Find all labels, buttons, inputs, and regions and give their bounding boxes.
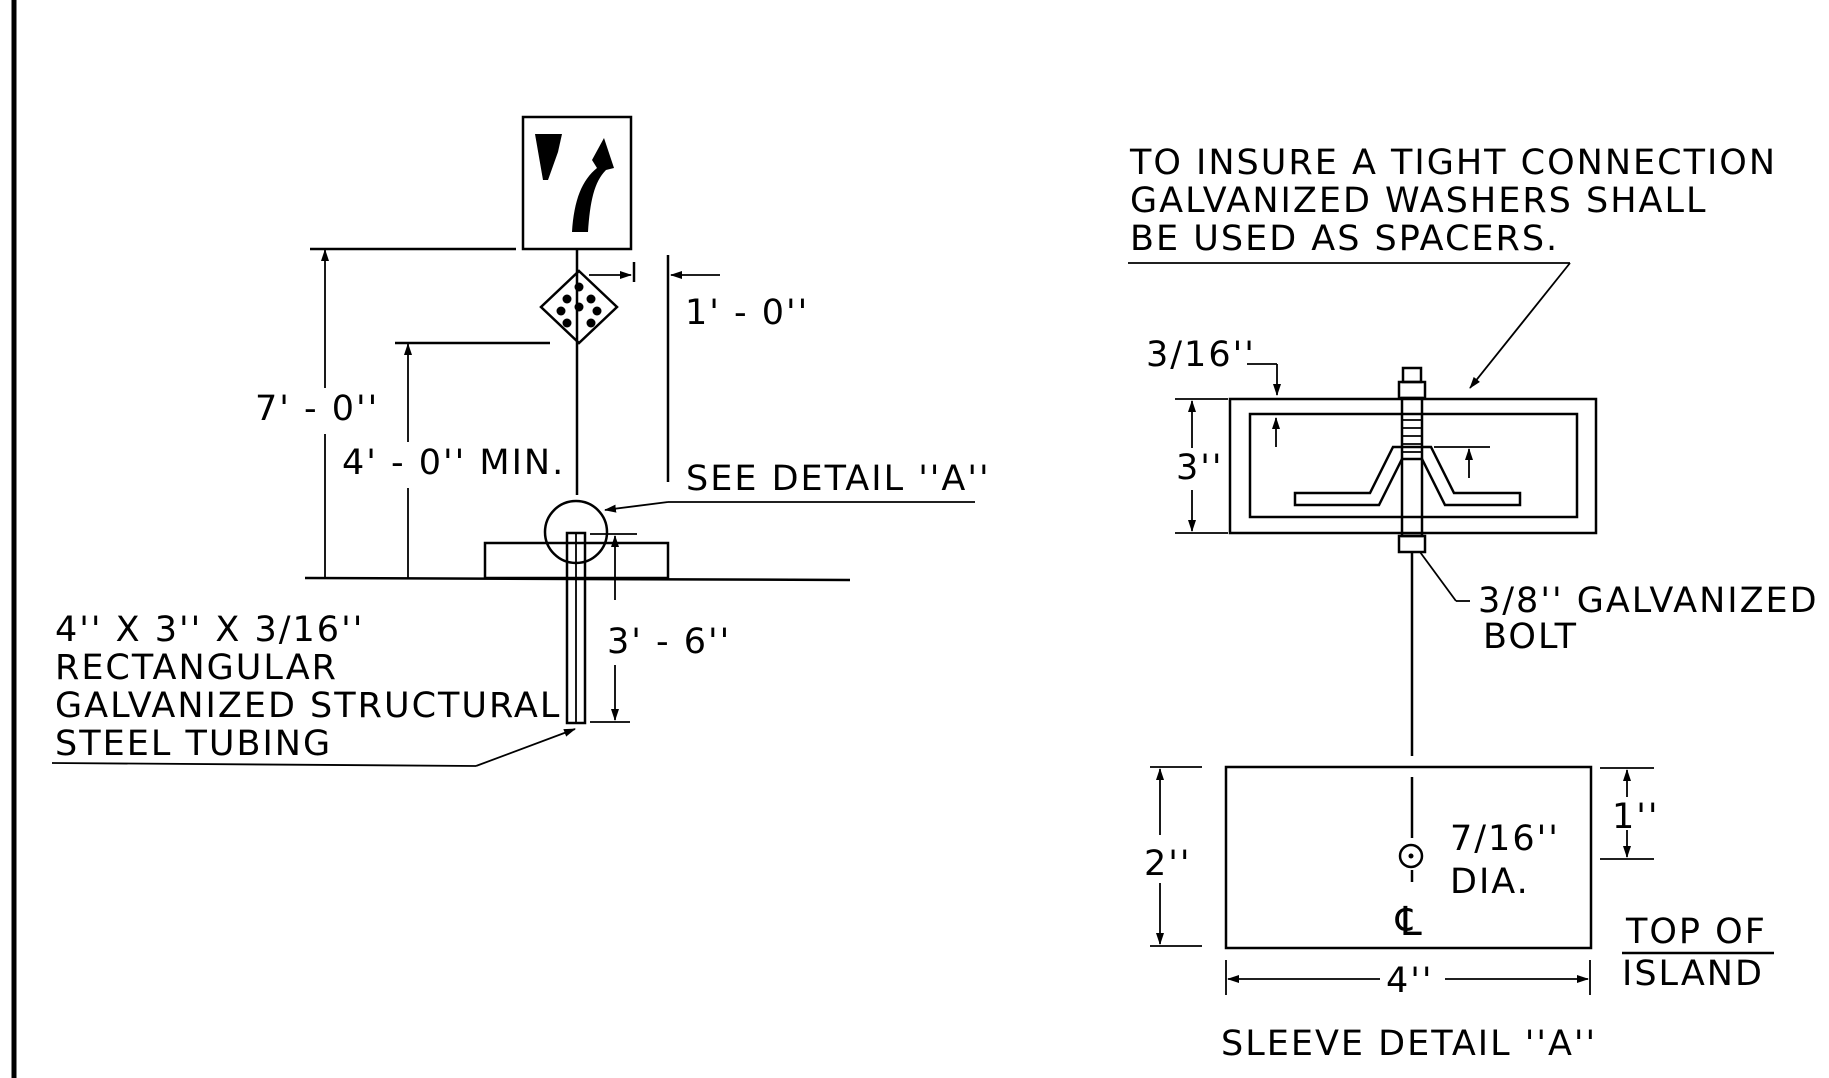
dim-plan-width: 4'' <box>1386 961 1434 1001</box>
svg-text:STEEL TUBING: STEEL TUBING <box>55 724 332 764</box>
tubing-note: 4'' X 3'' X 3/16'' RECTANGULAR GALVANIZE… <box>55 610 561 764</box>
dim-total-height: 7' - 0'' <box>255 389 379 429</box>
sleeve-bracket <box>1293 445 1522 507</box>
centerline-symbol: ℄ <box>1395 899 1422 945</box>
washer-note: TO INSURE A TIGHT CONNECTION GALVANIZED … <box>1129 143 1777 259</box>
svg-text:4'' X 3'' X 3/16'': 4'' X 3'' X 3/16'' <box>55 610 364 650</box>
post-elevation: 1' - 0'' 7' - 0'' 4' - 0'' MIN. SEE DETA… <box>51 115 991 767</box>
keep-right-sign-icon <box>521 115 633 251</box>
see-detail-a-label: SEE DETAIL ''A'' <box>686 459 991 499</box>
svg-text:GALVANIZED STRUCTURAL: GALVANIZED STRUCTURAL <box>55 686 561 726</box>
top-of-island-line2: ISLAND <box>1622 954 1764 994</box>
top-of-island-line1: TOP OF <box>1625 912 1767 952</box>
bolt-icon <box>1397 366 1427 554</box>
svg-text:7/16'': 7/16'' <box>1450 819 1560 859</box>
dim-top-offset: 1' - 0'' <box>685 293 809 333</box>
hole-note: 7/16'' DIA. <box>1450 819 1560 902</box>
sleeve-plan <box>1224 765 1593 950</box>
dim-wall-thickness: 3/16'' <box>1146 335 1256 375</box>
dim-embed-depth: 3' - 6'' <box>607 622 731 662</box>
tube-section-inner <box>1248 412 1579 519</box>
bolt-hole-icon <box>1398 843 1424 869</box>
svg-text:RECTANGULAR: RECTANGULAR <box>55 648 338 688</box>
object-marker-icon <box>539 269 619 345</box>
dim-section-height: 3'' <box>1176 448 1224 488</box>
svg-text:DIA.: DIA. <box>1450 862 1530 902</box>
dim-plan-height: 2'' <box>1144 844 1192 884</box>
ground-line <box>304 576 851 582</box>
dim-marker-height: 4' - 0'' MIN. <box>342 443 565 483</box>
dim-hole-offset: 1'' <box>1612 797 1660 837</box>
sleeve-detail-title: SLEEVE DETAIL ''A'' <box>1221 1024 1597 1064</box>
svg-text:BE USED AS SPACERS.: BE USED AS SPACERS. <box>1130 219 1559 259</box>
sleeve-detail: TO INSURE A TIGHT CONNECTION GALVANIZED … <box>1128 143 1819 1064</box>
bolt-note-line1: 3/8'' GALVANIZED <box>1478 581 1819 621</box>
svg-text:GALVANIZED WASHERS SHALL: GALVANIZED WASHERS SHALL <box>1130 181 1707 221</box>
svg-text:TO INSURE A TIGHT CONNECTION: TO INSURE A TIGHT CONNECTION <box>1129 143 1777 183</box>
bolt-note-line2: BOLT <box>1483 617 1578 657</box>
